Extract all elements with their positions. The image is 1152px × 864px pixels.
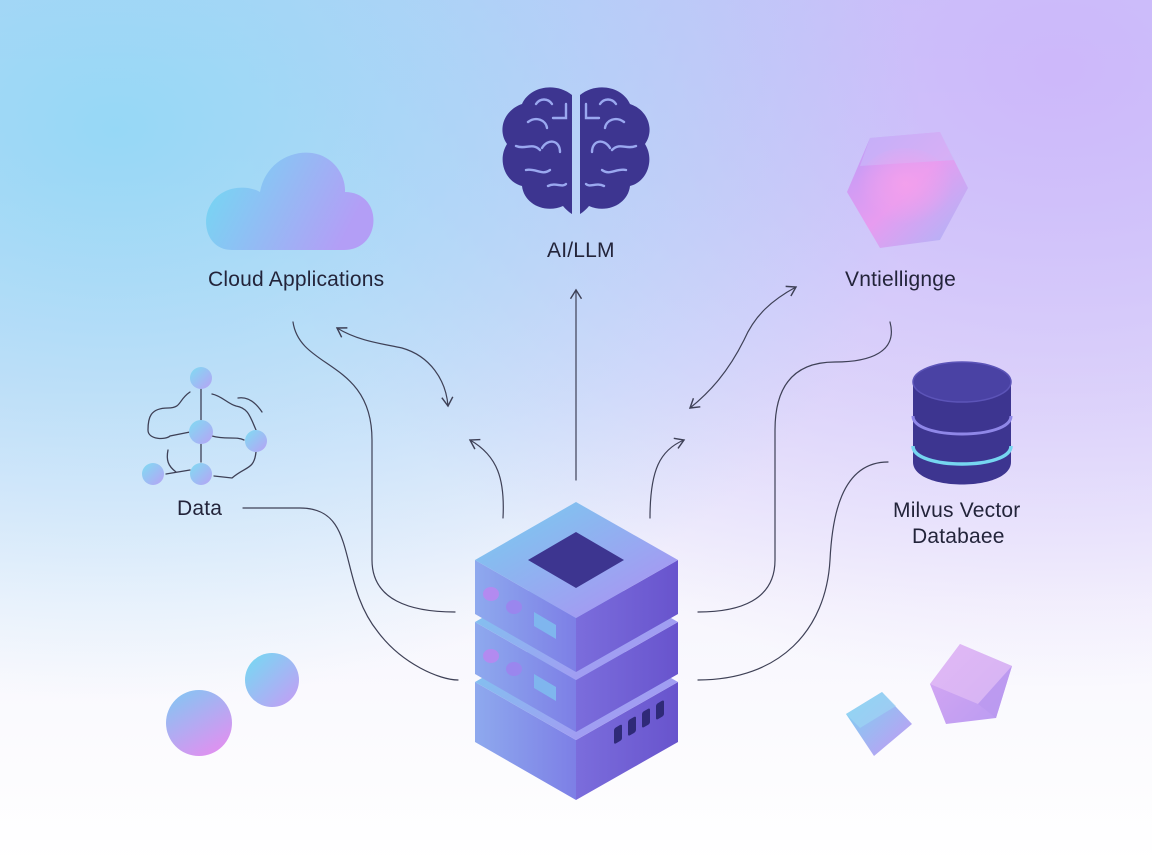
- decorative-cube-small: [846, 692, 912, 756]
- decorative-cube-large: [930, 644, 1012, 724]
- hexagon-gem-icon: [847, 132, 968, 248]
- connector-cloud-curl-arrows: [335, 327, 454, 408]
- milvus-label-line1: Milvus Vector: [893, 499, 1021, 522]
- connector-left-up-arrow: [468, 438, 504, 519]
- ai-llm-label: AI/LLM: [547, 239, 615, 262]
- connector-intel-curl-arrows: [688, 285, 798, 409]
- brain-icon: [502, 87, 650, 214]
- milvus-label-line2: Databaee: [912, 525, 1005, 548]
- cloud-icon: [206, 152, 374, 250]
- server-stack-icon: [475, 502, 678, 800]
- connectors: [242, 285, 892, 681]
- network-graph-icon: [142, 367, 267, 485]
- decorative-sphere-small: [245, 653, 299, 707]
- data-label: Data: [177, 497, 223, 520]
- cloud-applications-label: Cloud Applications: [208, 268, 385, 291]
- connector-milvus-server: [697, 461, 889, 681]
- connector-right-up-arrow: [649, 437, 686, 519]
- connector-data-server: [242, 507, 459, 681]
- connector-intel-down: [697, 321, 892, 613]
- server-tier-top: [475, 502, 678, 672]
- decorative-sphere-large: [166, 690, 232, 756]
- connector-cloud-down: [292, 321, 456, 613]
- database-cylinder-icon: [911, 361, 1013, 485]
- intelligence-label: Vntiellignge: [845, 268, 956, 291]
